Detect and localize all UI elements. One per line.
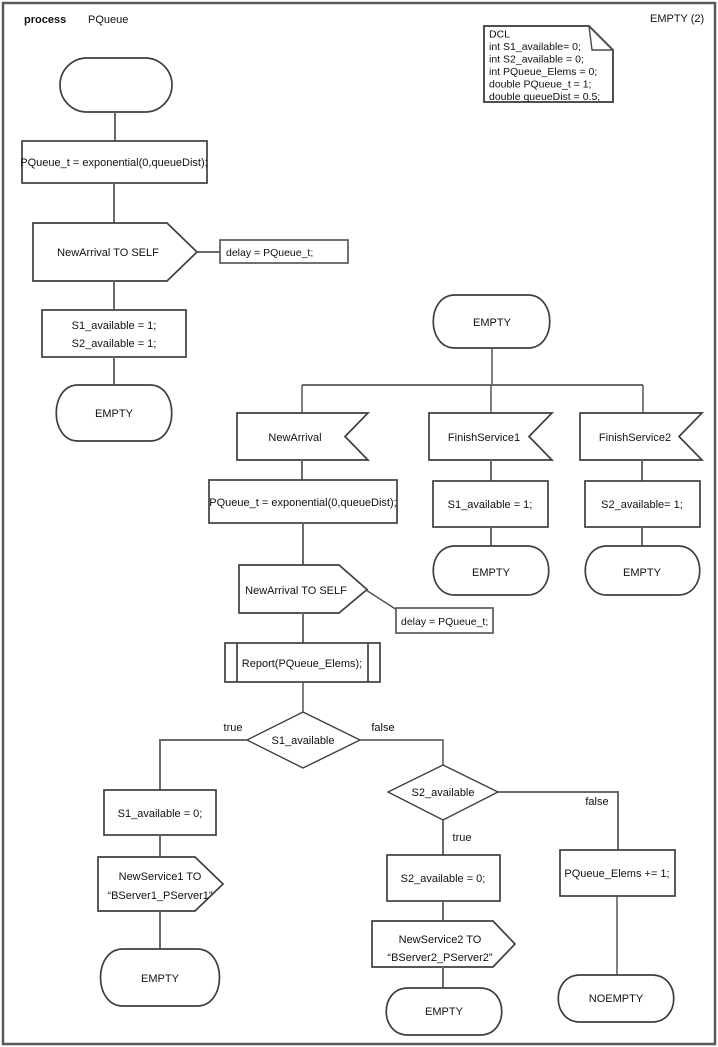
dcl-line: double PQueue_t = 1; bbox=[489, 79, 591, 91]
dcl-line: int S2_available = 0; bbox=[489, 54, 584, 66]
state-empty-top[interactable]: EMPTY bbox=[432, 294, 551, 349]
state-empty-s1-true[interactable]: EMPTY bbox=[99, 948, 221, 1007]
branch-true-label: true bbox=[453, 832, 472, 844]
output-label: NewService1 TO bbox=[119, 871, 202, 883]
delay-label: delay = PQueue_t; bbox=[401, 616, 488, 628]
output-newservice1[interactable]: NewService1 TO “BServer1_PServer1” bbox=[97, 856, 225, 912]
decision-label: S2_available bbox=[412, 787, 475, 799]
task-pqueue-elems-increment[interactable]: PQueue_Elems += 1; bbox=[559, 849, 676, 897]
decision-label: S1_available bbox=[272, 735, 335, 747]
output-label: “BServer1_PServer1” bbox=[107, 890, 212, 902]
input-finishservice1[interactable]: FinishService1 bbox=[428, 412, 555, 461]
state-label: NOEMPTY bbox=[589, 993, 644, 1005]
task-s1-available-0[interactable]: S1_available = 0; bbox=[103, 789, 217, 836]
state-label: EMPTY bbox=[141, 973, 180, 985]
output-newarrival-start[interactable]: NewArrival TO SELF bbox=[32, 222, 199, 282]
task-s2-available-0[interactable]: S2_available = 0; bbox=[386, 854, 501, 902]
input-label: NewArrival bbox=[268, 432, 321, 444]
output-label: NewArrival TO SELF bbox=[57, 247, 159, 259]
page-number-label: EMPTY (2) bbox=[650, 13, 704, 25]
dcl-line: int PQueue_Elems = 0; bbox=[489, 66, 597, 78]
decision-s2-available[interactable]: S2_available bbox=[386, 764, 500, 821]
process-kind-label: process bbox=[24, 14, 66, 26]
task-label: S1_available = 1; bbox=[448, 499, 533, 511]
connector bbox=[365, 589, 398, 611]
note-outline bbox=[483, 25, 614, 103]
procedure-label: Report(PQueue_Elems); bbox=[242, 658, 362, 670]
branch-true-label: true bbox=[224, 722, 243, 734]
state-label: EMPTY bbox=[623, 567, 662, 579]
task-init-availability[interactable]: S1_available = 1; S2_available = 1; bbox=[41, 309, 187, 358]
task-label: S1_available = 0; bbox=[118, 808, 203, 820]
state-label: EMPTY bbox=[425, 1006, 464, 1018]
delay-annotation-start[interactable]: delay = PQueue_t; bbox=[219, 239, 349, 264]
decision-s1-available[interactable]: S1_available bbox=[245, 711, 362, 769]
task-set-timer-newarrival[interactable]: PQueue_t = exponential(0,queueDist); bbox=[208, 479, 398, 524]
connector bbox=[159, 739, 247, 790]
output-label: NewService2 TO bbox=[399, 934, 482, 946]
task-s2-available-1[interactable]: S2_available= 1; bbox=[584, 480, 701, 528]
state-empty-s2-true[interactable]: EMPTY bbox=[385, 987, 503, 1036]
task-label: S2_available = 1; bbox=[72, 338, 157, 350]
state-empty-start-flow[interactable]: EMPTY bbox=[55, 384, 173, 442]
state-label: EMPTY bbox=[472, 567, 511, 579]
output-newservice2[interactable]: NewService2 TO “BServer2_PServer2” bbox=[371, 920, 517, 968]
state-empty-finish1[interactable]: EMPTY bbox=[432, 545, 550, 596]
task-label: S2_available = 0; bbox=[401, 873, 486, 885]
dcl-line: DCL bbox=[489, 29, 510, 41]
delay-annotation-newarrival[interactable]: delay = PQueue_t; bbox=[395, 607, 494, 634]
task-label: S2_available= 1; bbox=[601, 499, 683, 511]
state-empty-finish2[interactable]: EMPTY bbox=[584, 545, 701, 596]
branch-false-label: false bbox=[585, 796, 608, 808]
connector bbox=[498, 791, 619, 850]
state-label: EMPTY bbox=[473, 317, 512, 329]
output-label: “BServer2_PServer2” bbox=[387, 952, 492, 964]
state-noempty[interactable]: NOEMPTY bbox=[557, 974, 675, 1023]
task-s1-available-1[interactable]: S1_available = 1; bbox=[432, 480, 549, 528]
output-label: NewArrival TO SELF bbox=[245, 585, 347, 597]
task-label: PQueue_Elems += 1; bbox=[564, 868, 669, 880]
task-label: PQueue_t = exponential(0,queueDist); bbox=[20, 157, 207, 169]
delay-label: delay = PQueue_t; bbox=[226, 247, 313, 259]
dcl-line: double queueDist = 0.5; bbox=[489, 91, 600, 103]
dcl-declaration-box[interactable]: DCL int S1_available= 0; int S2_availabl… bbox=[483, 25, 614, 103]
output-newarrival-self[interactable]: NewArrival TO SELF bbox=[238, 564, 369, 614]
task-label: S1_available = 1; bbox=[72, 320, 157, 332]
input-label: FinishService2 bbox=[599, 432, 671, 444]
input-label: FinishService1 bbox=[448, 432, 520, 444]
note-fold-icon bbox=[588, 25, 613, 51]
procedure-call-report[interactable]: Report(PQueue_Elems); bbox=[224, 642, 381, 683]
state-label: EMPTY bbox=[95, 408, 134, 420]
process-name-label: PQueue bbox=[88, 14, 128, 26]
task-label: PQueue_t = exponential(0,queueDist); bbox=[209, 497, 396, 509]
start-state-symbol[interactable] bbox=[59, 57, 173, 113]
dcl-line: int S1_available= 0; bbox=[489, 41, 581, 53]
branch-false-label: false bbox=[371, 722, 394, 734]
input-finishservice2[interactable]: FinishService2 bbox=[579, 412, 705, 461]
connector bbox=[360, 739, 444, 765]
input-newarrival[interactable]: NewArrival bbox=[236, 412, 371, 461]
task-set-timer-start[interactable]: PQueue_t = exponential(0,queueDist); bbox=[20, 140, 208, 184]
